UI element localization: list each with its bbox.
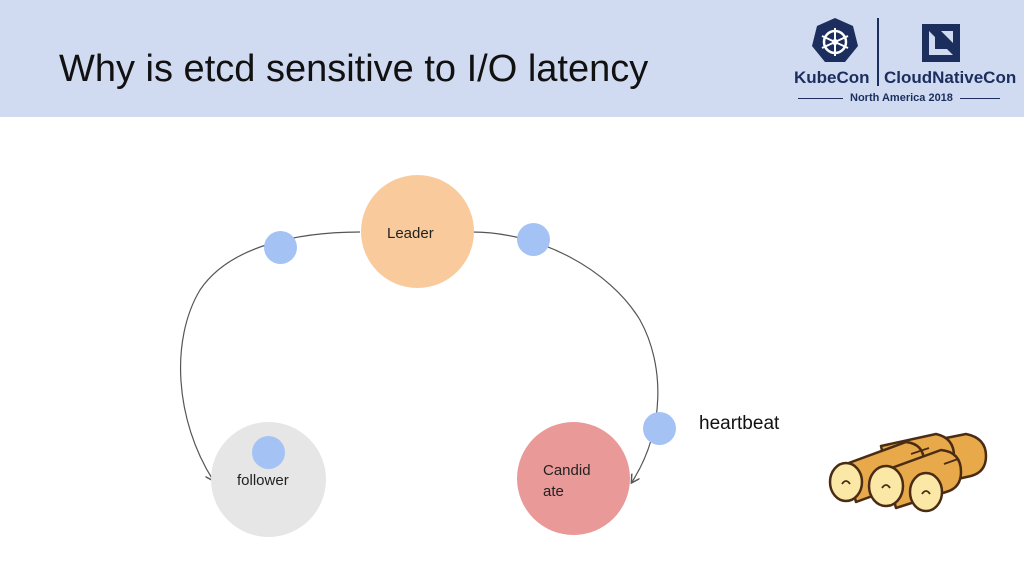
kubernetes-helm-icon (812, 18, 858, 62)
cloudnativecon-label: CloudNativeCon (884, 68, 1017, 87)
candidate-label: Candid ate (543, 462, 591, 500)
candidate-node (517, 422, 630, 535)
event-rule-left (798, 98, 843, 99)
follower-label: follower (237, 472, 289, 489)
heartbeat-message-dot (643, 412, 676, 445)
heartbeat-label: heartbeat (699, 413, 780, 434)
leader-node (361, 175, 474, 288)
kubecon-label: KubeCon (794, 68, 870, 87)
event-rule-right (960, 98, 1000, 99)
slide-title: Why is etcd sensitive to I/O latency (59, 48, 649, 90)
logo-divider (877, 18, 879, 86)
slide-header (0, 0, 1024, 117)
leader-to-follower-arrow (180, 231, 361, 480)
heartbeat-message-dot (264, 231, 297, 264)
heartbeat-message-dot (517, 223, 550, 256)
heartbeat-message-dot (252, 436, 285, 469)
wooden-logs-icon (828, 432, 988, 513)
cncf-icon (922, 24, 960, 62)
event-label: North America 2018 (850, 92, 953, 104)
leader-label: Leader (387, 225, 434, 242)
conference-logo: KubeCon CloudNativeCon North America 201… (790, 14, 1017, 114)
